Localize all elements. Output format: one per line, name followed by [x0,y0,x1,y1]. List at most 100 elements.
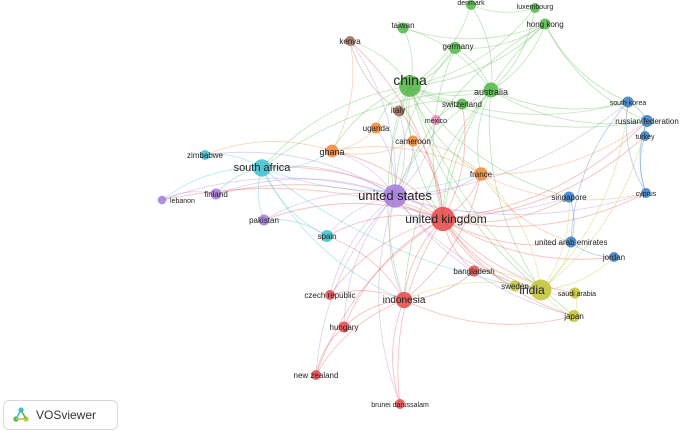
node-southkorea[interactable] [622,96,634,108]
node-zimbabwe[interactable] [200,150,210,160]
link-unitedkingdom-italy [398,110,444,220]
node-brunei[interactable] [395,399,405,409]
node-label-jordan[interactable]: jordan [602,253,625,262]
node-southafrica[interactable] [253,159,271,177]
node-label-uganda[interactable]: uganda [363,124,390,133]
node-label-newzealand[interactable]: new zealand [294,371,339,380]
node-uae[interactable] [565,236,577,248]
node-sweden[interactable] [509,280,521,292]
link-unitedkingdom-lebanon [161,187,444,220]
node-label-turkey[interactable]: turkey [635,134,655,141]
node-label-zimbabwe[interactable]: zimbabwe [187,151,224,160]
node-label-finland[interactable]: finland [204,190,228,199]
link-unitedstates-kenya [349,40,396,197]
node-lebanon[interactable] [157,195,167,205]
node-label-luxembourg[interactable]: luxembourg [517,4,554,11]
node-label-unitedstates[interactable]: united states [358,188,432,203]
node-spain[interactable] [321,230,333,242]
link-china-southafrica [261,85,411,169]
node-saudiarabia[interactable] [569,287,581,299]
node-singapore[interactable] [563,191,575,203]
link-kenya-italy [349,40,400,112]
link-unitedkingdom-india [442,218,542,291]
node-japan[interactable] [568,310,580,322]
link-france-ghana [331,146,482,175]
link-southafrica-india [261,167,542,291]
node-label-southafrica[interactable]: south africa [234,162,292,174]
node-label-japan[interactable]: japan [563,312,584,321]
node-indonesia[interactable] [395,291,413,309]
node-mexico[interactable] [431,115,441,125]
node-turkey[interactable] [640,131,650,141]
node-ghana[interactable] [325,144,339,158]
node-label-kenya[interactable]: kenya [339,37,361,46]
node-pakistan[interactable] [258,214,270,226]
node-label-unitedkingdom[interactable]: united kingdom [405,212,486,226]
node-label-saudiarabia[interactable]: saudi arabia [558,291,596,298]
node-label-lebanon[interactable]: lebanon [170,198,195,205]
link-china-unitedstates [390,85,411,197]
node-switzerland[interactable] [456,98,468,110]
link-unitedkingdom-russianfederation [442,120,648,220]
node-cameroon[interactable] [407,135,419,147]
link-unitedkingdom-southafrica [261,166,444,220]
node-luxembourg[interactable] [530,3,540,13]
vosviewer-badge[interactable]: VOSviewer [3,400,118,430]
node-label-china[interactable]: china [393,72,427,88]
node-bangladesh[interactable] [468,265,480,277]
node-china[interactable] [399,75,421,97]
node-cyprus[interactable] [641,188,651,198]
node-label-india[interactable]: india [519,283,545,297]
node-label-singapore[interactable]: singapore [551,193,587,202]
node-label-italy[interactable]: italy [391,106,405,115]
node-unitedstates[interactable] [383,184,407,208]
node-label-germany[interactable]: germany [442,42,473,51]
node-label-russianfederation[interactable]: russian federation [615,117,679,126]
link-unitedkingdom-ghana [331,150,444,220]
node-label-france[interactable]: france [470,170,493,179]
node-taiwan[interactable] [397,22,409,34]
node-label-hongkong[interactable]: hong kong [526,20,563,29]
node-jordan[interactable] [609,252,619,262]
node-label-taiwan[interactable]: taiwan [391,21,414,30]
node-uganda[interactable] [370,122,382,134]
node-france[interactable] [474,167,488,181]
link-unitedkingdom-finland [215,184,444,220]
node-hongkong[interactable] [539,18,551,30]
node-unitedkingdom[interactable] [430,206,456,232]
node-label-czechrepublic[interactable]: czech republic [304,291,355,300]
node-czechrepublic[interactable] [325,290,335,300]
node-label-ghana[interactable]: ghana [319,147,344,157]
link-germany-unitedkingdom [432,47,456,220]
node-label-southkorea[interactable]: south korea [610,100,647,107]
node-label-cyprus[interactable]: cyprus [636,191,657,198]
node-hungary[interactable] [338,321,350,333]
node-label-uae[interactable]: united arab emirates [535,238,608,247]
node-india[interactable] [530,279,552,301]
node-label-indonesia[interactable]: indonesia [383,295,426,306]
node-denmark[interactable] [466,0,476,10]
node-newzealand[interactable] [311,370,321,380]
node-label-spain[interactable]: spain [317,232,336,241]
node-australia[interactable] [483,82,499,98]
node-label-australia[interactable]: australia [474,87,508,97]
link-unitedkingdom-czechrepublic [329,218,444,296]
node-germany[interactable] [449,42,461,54]
node-kenya[interactable] [345,36,355,46]
node-label-cameroon[interactable]: cameroon [395,137,431,146]
node-label-brunei[interactable]: brunei darussalam [371,402,429,409]
node-label-switzerland[interactable]: switzerland [442,100,482,109]
node-russianfederation[interactable] [641,115,653,127]
link-unitedkingdom-brunei [397,218,444,405]
node-italy[interactable] [393,105,405,117]
node-label-mexico[interactable]: mexico [425,118,447,125]
node-finland[interactable] [210,188,222,200]
node-label-denmark[interactable]: denmark [457,0,485,7]
node-label-pakistan[interactable]: pakistan [249,216,279,225]
node-label-sweden[interactable]: sweden [501,282,529,291]
node-label-bangladesh[interactable]: bangladesh [453,267,494,276]
link-unitedkingdom-uae [442,218,572,246]
node-label-hungary[interactable]: hungary [330,323,359,332]
